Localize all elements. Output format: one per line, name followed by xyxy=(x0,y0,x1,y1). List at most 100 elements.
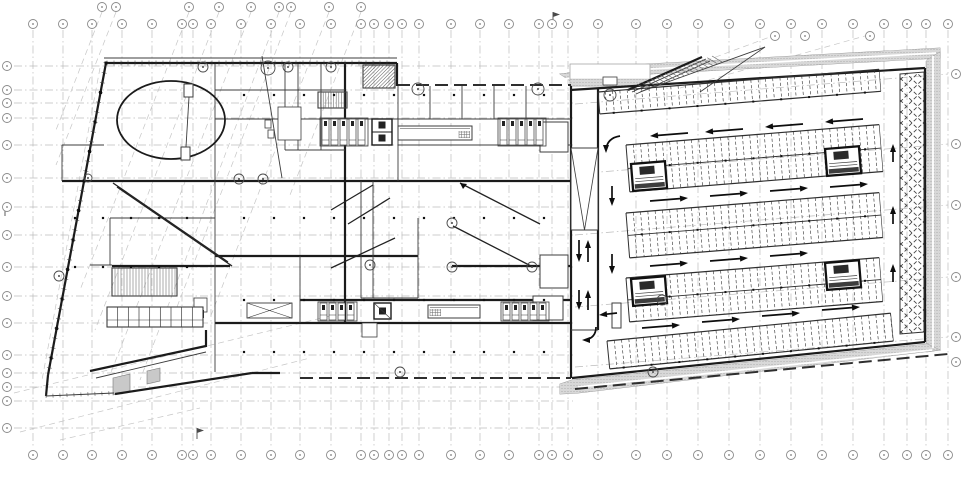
grid-bubble-top-label-mark xyxy=(538,23,540,25)
core-dark-block xyxy=(833,264,849,274)
parking-stall-divider xyxy=(612,90,615,113)
flow-arrowhead xyxy=(890,264,896,272)
site-diagonal-line xyxy=(79,11,190,291)
datum-marker-dot xyxy=(287,66,289,68)
facade-tick xyxy=(99,81,105,84)
site-layer xyxy=(112,47,949,396)
flow-arrowhead xyxy=(765,123,774,130)
parking-stall-divider xyxy=(676,273,681,318)
column-dot xyxy=(302,93,306,97)
parking-stall-divider xyxy=(708,330,712,359)
x-line xyxy=(246,302,293,319)
chevron-hatch xyxy=(900,253,924,279)
parking-stall-divider xyxy=(734,136,740,184)
grid-bubble-top-label-mark xyxy=(597,23,599,25)
grid-bubble-bottom-label-mark xyxy=(790,454,792,456)
parking-stall-divider xyxy=(853,316,858,345)
toilet-stall xyxy=(535,118,544,146)
flow-arrow-curve xyxy=(605,135,621,151)
stair-outline xyxy=(111,267,178,297)
grid-bubble-right-label-mark xyxy=(955,336,957,338)
datum-marker xyxy=(394,366,406,378)
row-end xyxy=(597,91,601,114)
grid-bubble-right-label-mark xyxy=(955,73,957,75)
stair-tread xyxy=(367,64,392,89)
chevron-hatch xyxy=(900,143,924,169)
column-dot xyxy=(392,298,396,302)
flow-arrow-shaft xyxy=(821,306,856,311)
fixture-mark xyxy=(529,121,532,126)
flag-pennant xyxy=(197,428,204,433)
grid-bubble-top-label-mark xyxy=(210,23,212,25)
parking-stall-divider xyxy=(836,195,841,241)
parking-stall-divider xyxy=(691,139,696,187)
column-dot xyxy=(362,298,366,302)
column-dot xyxy=(392,216,396,220)
parking-stall-divider xyxy=(858,194,863,240)
flow-arrowhead xyxy=(585,290,591,298)
parking-stall-divider xyxy=(679,333,683,362)
flow-arrow-shaft xyxy=(641,324,676,329)
grid-bubble-top-label-mark xyxy=(32,23,34,25)
column-dot xyxy=(512,350,516,354)
facade-tick xyxy=(85,160,91,163)
grid-bubble-right-label-mark xyxy=(955,276,957,278)
parking-row xyxy=(606,312,894,370)
survey-square xyxy=(71,238,75,242)
column-dot xyxy=(302,350,306,354)
flow-arrowhead xyxy=(791,310,800,317)
column-dot xyxy=(452,93,456,97)
toilet-stall xyxy=(357,118,366,146)
parking-stall-divider xyxy=(619,90,622,113)
datum-marker xyxy=(446,217,458,229)
site-diagonal-line xyxy=(13,315,331,394)
parking-stall-divider xyxy=(727,136,732,184)
parking-stall-divider xyxy=(822,262,827,307)
chevron-hatch xyxy=(900,308,924,334)
row-column-dot xyxy=(734,355,737,358)
chevron-hatch xyxy=(900,264,924,290)
grid-bubble-top-label-mark xyxy=(759,23,761,25)
chevron-hatch xyxy=(900,165,924,191)
grid-bubble-left-label-mark xyxy=(6,65,8,67)
fixture-mark xyxy=(532,305,535,310)
facade-tick xyxy=(57,308,63,310)
counter-desk xyxy=(427,304,481,319)
toilet-core-outline xyxy=(317,301,358,322)
row-column-dot xyxy=(780,221,783,225)
parking-row xyxy=(597,68,882,115)
ramp-diagonal xyxy=(459,182,541,225)
parking-stall-divider xyxy=(720,270,725,315)
facade-tick xyxy=(66,258,72,261)
facade-tick xyxy=(72,229,78,231)
grid-bubble-left-label-mark xyxy=(6,295,8,297)
row-edge xyxy=(629,300,883,323)
parking-stall-divider xyxy=(701,331,705,360)
escalator-tread xyxy=(646,80,657,87)
datum-marker xyxy=(282,61,294,73)
parking-stall-divider xyxy=(676,140,682,188)
flow-arrow-shaft xyxy=(769,252,804,257)
column-dot xyxy=(542,93,546,97)
fixture-mark xyxy=(520,121,523,126)
row-column-dot xyxy=(863,279,867,282)
parking-stall-divider xyxy=(749,135,754,182)
grid-bubble-bottom-label-mark xyxy=(181,454,183,456)
site-diagonal-line xyxy=(679,33,873,89)
row-column-dot xyxy=(706,358,709,361)
grid-bubble-bottom-label-mark xyxy=(121,454,123,456)
grid-bubble-stagger-label-mark xyxy=(115,6,117,8)
column-dot xyxy=(422,298,426,302)
parking-stall-divider xyxy=(683,273,689,318)
datum-marker xyxy=(233,173,245,185)
row-column-dot xyxy=(724,290,727,294)
row-column-dot xyxy=(724,159,727,162)
grid-bubble-left-label-mark xyxy=(6,372,8,374)
parking-stall-divider xyxy=(756,202,761,248)
column-dot xyxy=(512,93,516,97)
grid-bubble-top-label-mark xyxy=(151,23,153,25)
escalator-tread xyxy=(688,64,699,72)
garage-stair-core xyxy=(823,259,863,292)
column-dot xyxy=(542,350,546,354)
parking-stall-divider xyxy=(742,268,747,313)
